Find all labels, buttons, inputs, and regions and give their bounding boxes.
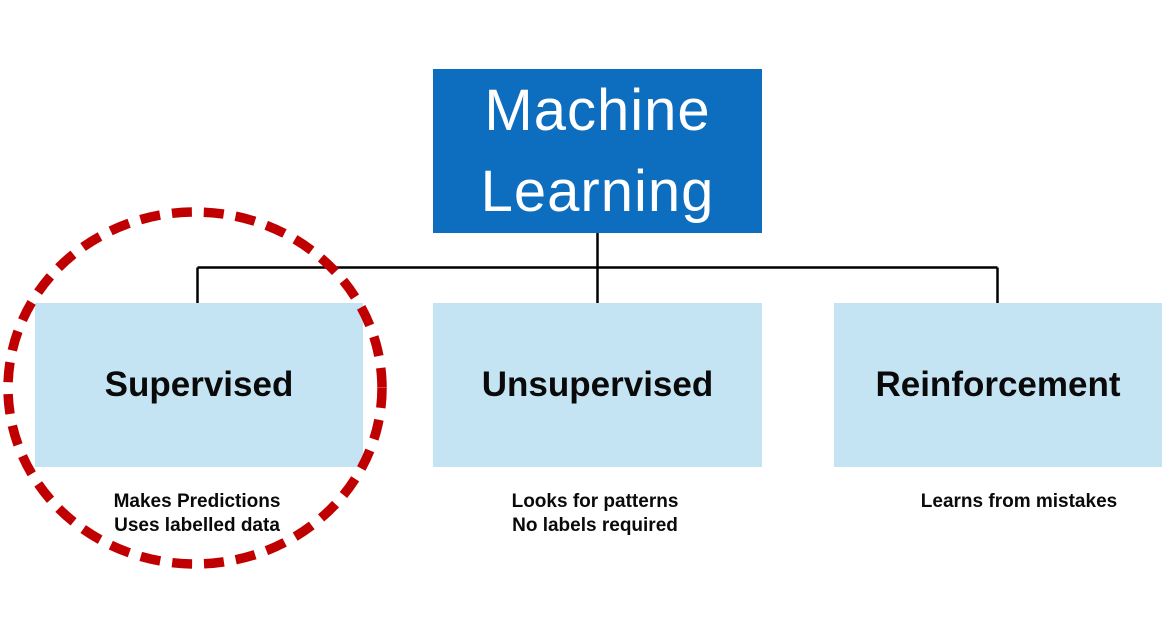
connector-lines [196, 233, 999, 303]
root-node-label: Machine Learning [480, 78, 715, 224]
note-line: Learns from mistakes [920, 491, 1118, 512]
node-unsupervised: Unsupervised [433, 303, 762, 467]
node-machine-learning: Machine Learning [433, 69, 762, 233]
notes-supervised: Makes Predictions Uses labelled data [37, 490, 357, 538]
note-line: Makes Predictions [113, 491, 281, 512]
note-line: Looks for patterns [511, 491, 679, 512]
node-label: Unsupervised [481, 365, 714, 404]
note-line: Uses labelled data [114, 515, 280, 536]
notes-reinforcement: Learns from mistakes [859, 490, 1172, 514]
node-reinforcement: Reinforcement [834, 303, 1162, 467]
node-label: Supervised [104, 365, 294, 404]
notes-unsupervised: Looks for patterns No labels required [435, 490, 755, 538]
node-supervised: Supervised [35, 303, 363, 467]
node-label: Reinforcement [875, 365, 1121, 404]
note-line: No labels required [512, 515, 678, 536]
